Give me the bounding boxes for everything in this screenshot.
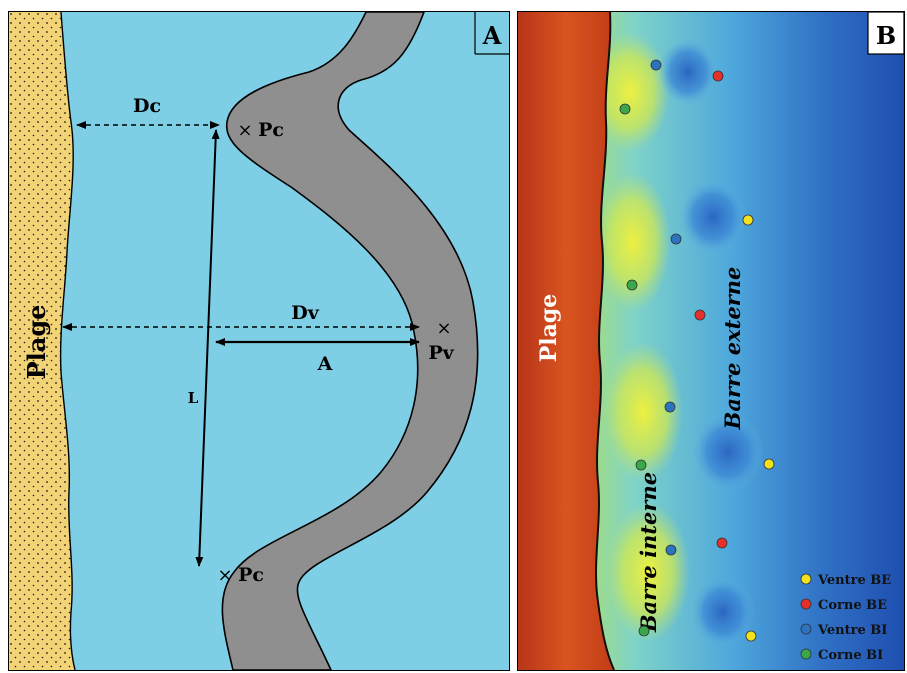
points-ventre-be — [742, 214, 775, 642]
legend-swatch-corne-be — [800, 598, 812, 610]
point-ventre-be — [745, 630, 757, 642]
outer-bar-trough — [691, 576, 755, 648]
inner-bar-shoal — [595, 172, 671, 312]
dc-label: Dc — [133, 95, 161, 117]
points-corne-be — [694, 70, 728, 549]
outer-bar-trough — [692, 412, 764, 492]
point-ventre-bi — [670, 233, 682, 245]
shoreline — [59, 12, 76, 670]
l-arrow — [195, 129, 220, 567]
panel-a: A Plage Dc Dv A L × Pc × Pv × Pc — [8, 11, 510, 671]
points-corne-bi — [619, 103, 650, 637]
legend-label-ventre-be: Ventre BE — [817, 573, 891, 588]
legend-label-ventre-bi: Ventre BI — [817, 623, 887, 638]
panel-b-beach-label: Plage — [536, 294, 562, 363]
points-ventre-bi — [650, 59, 682, 556]
crescentic-bar — [221, 12, 479, 670]
inner-bar-label: Barre interne — [636, 472, 661, 633]
point-ventre-bi — [665, 544, 677, 556]
pc-bottom-cross: × — [217, 565, 232, 586]
point-corne-bi — [626, 279, 638, 291]
a-label: A — [317, 353, 333, 375]
inner-bar-shoal — [590, 32, 670, 152]
legend-swatch-ventre-be — [800, 573, 812, 585]
panel-b: B Plage Barre externe Barre interne — [517, 11, 905, 671]
outer-bar-trough — [658, 38, 718, 106]
legend-label-corne-bi: Corne BI — [818, 648, 883, 663]
pc-top-cross: × — [237, 120, 252, 141]
point-corne-bi — [635, 459, 647, 471]
panel-b-label-box — [867, 12, 904, 55]
legend-swatch-corne-bi — [800, 648, 812, 660]
pc-top-label: Pc — [258, 119, 284, 141]
pv-cross: × — [436, 318, 451, 339]
l-label: L — [188, 389, 199, 407]
legend-swatch-ventre-bi — [800, 623, 812, 635]
inner-bar-shoal — [606, 502, 690, 642]
panel-b-label: B — [876, 21, 896, 50]
beach-area — [518, 12, 614, 670]
panel-a-label-box-text: A — [482, 21, 502, 50]
legend: Ventre BE Corne BE Ventre BI Corne BI — [800, 573, 891, 663]
pc-bottom-label: Pc — [238, 564, 264, 586]
point-ventre-bi — [664, 401, 676, 413]
panel-a-beach-label: Plage — [22, 305, 51, 380]
point-ventre-be — [763, 458, 775, 470]
pv-label: Pv — [428, 342, 454, 364]
dv-label: Dv — [291, 302, 319, 324]
point-corne-bi — [638, 625, 650, 637]
point-corne-be — [712, 70, 724, 82]
point-corne-bi — [619, 103, 631, 115]
beach-sand-texture — [9, 12, 75, 670]
point-corne-be — [694, 309, 706, 321]
beach-shoreline — [595, 12, 615, 670]
panel-b-map: B Plage Barre externe Barre interne — [518, 12, 904, 670]
point-ventre-bi — [650, 59, 662, 71]
point-corne-be — [716, 537, 728, 549]
inner-bar-shoal — [603, 342, 683, 482]
outer-bar-trough — [679, 179, 747, 255]
panel-a-diagram: A Plage Dc Dv A L × Pc × Pv × Pc — [9, 12, 509, 670]
outer-bar-label: Barre externe — [720, 267, 745, 431]
legend-label-corne-be: Corne BE — [818, 598, 887, 613]
point-ventre-be — [742, 214, 754, 226]
